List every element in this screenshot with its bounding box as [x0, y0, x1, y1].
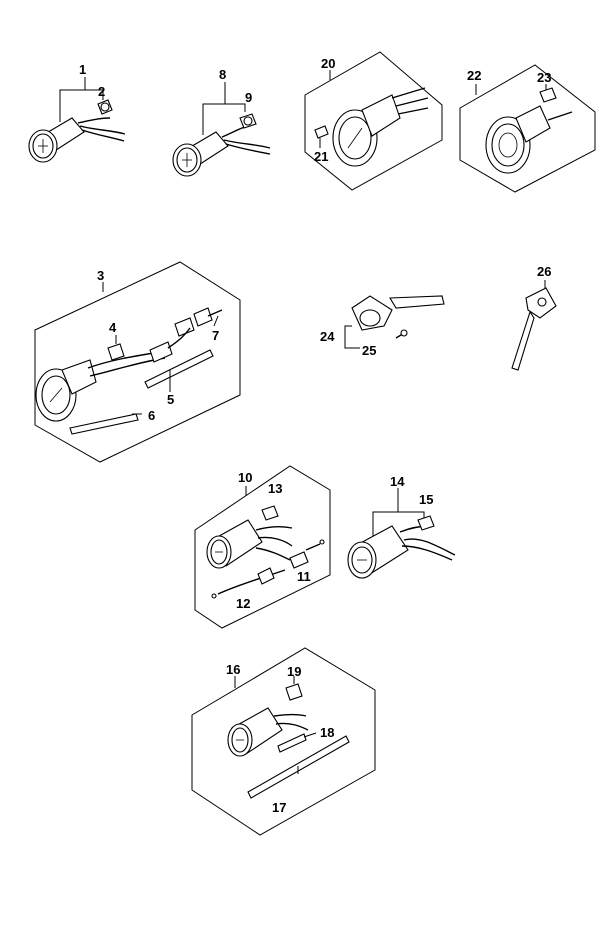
- callout-9: 9: [245, 90, 252, 105]
- bulb-21: [314, 125, 329, 148]
- bulb-4: [107, 335, 125, 361]
- callout-17: 17: [272, 800, 286, 815]
- switch-24: [351, 295, 445, 331]
- callout-3: 3: [97, 268, 104, 283]
- harness-11: [289, 539, 325, 569]
- callout-11: 11: [297, 569, 311, 584]
- part-group-16: [191, 647, 376, 836]
- callout-16: 16: [226, 662, 240, 677]
- gauge-20: [332, 87, 429, 167]
- callout-10: 10: [238, 470, 252, 485]
- callout-7: 7: [212, 328, 219, 343]
- callout-5: 5: [167, 392, 174, 407]
- callout-18: 18: [320, 725, 334, 740]
- gauge-3: [35, 351, 166, 422]
- cable-12: [211, 567, 286, 599]
- callout-13: 13: [268, 481, 282, 496]
- harness-7: [149, 307, 223, 363]
- bulb-15: [417, 515, 435, 531]
- callout-23: 23: [537, 70, 551, 85]
- part-group-22: [459, 64, 596, 193]
- tube-17: [247, 735, 350, 799]
- callout-19: 19: [287, 664, 301, 679]
- tube-5: [144, 349, 214, 392]
- callout-26: 26: [537, 264, 551, 279]
- callout-6: 6: [148, 408, 155, 423]
- part-group-26: [511, 280, 557, 371]
- gauge-8: [172, 125, 271, 177]
- callout-4: 4: [109, 320, 117, 335]
- part-group-14: [347, 488, 456, 579]
- callout-12: 12: [236, 596, 250, 611]
- bulb-23: [539, 84, 557, 103]
- gauge-1: [28, 117, 126, 163]
- callout-20: 20: [321, 56, 335, 71]
- part-group-24: [344, 295, 445, 349]
- bulb-2: [97, 99, 113, 115]
- part-group-8: [172, 82, 271, 177]
- callout-21: 21: [314, 149, 328, 164]
- callout-25: 25: [362, 343, 376, 358]
- tie-6: [69, 413, 142, 435]
- callout-1: 1: [79, 62, 86, 77]
- gauge-14: [347, 525, 456, 579]
- part-group-20: [304, 51, 443, 191]
- tie-18: [277, 732, 317, 753]
- gauge-16: [227, 707, 309, 757]
- bulb-19: [285, 676, 303, 701]
- callout-8: 8: [219, 67, 226, 82]
- part-group-10: [194, 465, 331, 629]
- part-group-3: [34, 261, 241, 463]
- callout-15: 15: [419, 492, 433, 507]
- bulb-9: [239, 113, 257, 129]
- callout-22: 22: [467, 68, 481, 83]
- callout-24: 24: [320, 329, 335, 344]
- gauge-22: [485, 105, 573, 174]
- callout-14: 14: [390, 474, 405, 489]
- callout-2: 2: [98, 84, 105, 99]
- gauge-10: [206, 519, 293, 569]
- bulb-13: [261, 505, 279, 521]
- part-group-1: [28, 77, 126, 163]
- screw-25: [395, 329, 408, 339]
